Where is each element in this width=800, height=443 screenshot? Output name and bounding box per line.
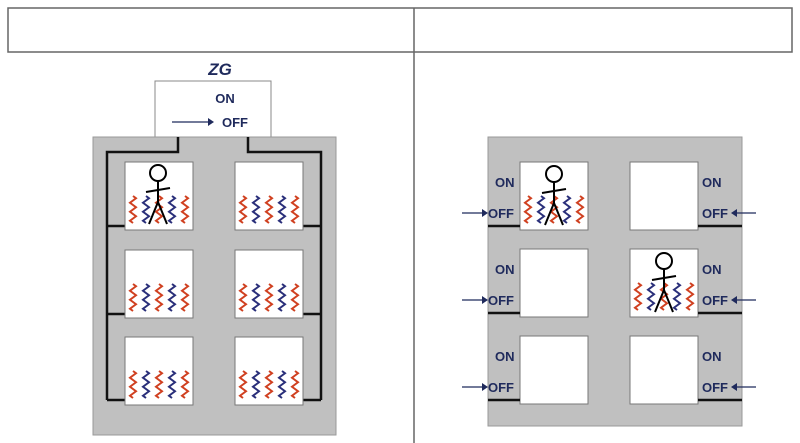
right-feed-wire	[246, 137, 323, 400]
right-branch-wires	[303, 224, 321, 402]
room-off-label: OFF	[702, 293, 728, 308]
heating-waves-icon	[238, 370, 300, 399]
room-on-label: ON	[495, 262, 515, 277]
central-wiring	[105, 137, 323, 402]
right-panel: ON OFF ON OFF ON OFF ON OFF ON OFF ON OFF	[462, 136, 756, 427]
heating-waves-icon	[238, 195, 300, 224]
room: ON OFF	[462, 335, 589, 405]
switch-on-label: ON	[215, 91, 235, 106]
room-on-label: ON	[495, 175, 515, 190]
heating-waves-icon	[238, 283, 300, 312]
room-on-label: ON	[702, 349, 722, 364]
room-box	[629, 161, 699, 231]
room-switch-arrowhead	[731, 209, 737, 217]
room	[234, 336, 304, 406]
room: ON OFF	[629, 248, 756, 318]
room-box	[629, 335, 699, 405]
room-switch-arrowhead	[482, 296, 488, 304]
room-on-label: ON	[702, 262, 722, 277]
room-off-label: OFF	[488, 293, 514, 308]
table-frame	[7, 7, 793, 443]
person-icon	[651, 252, 677, 313]
right-rooms: ON OFF ON OFF ON OFF ON OFF ON OFF ON OFF	[462, 161, 756, 405]
room-box	[519, 335, 589, 405]
room-off-label: OFF	[488, 206, 514, 221]
controller-title: ZG	[207, 60, 232, 79]
left-branch-wires	[107, 224, 125, 402]
room	[124, 336, 194, 406]
room: ON OFF	[629, 335, 756, 405]
room	[234, 249, 304, 319]
room: ON OFF	[462, 248, 589, 318]
room-switch-arrowhead	[482, 209, 488, 217]
room-on-label: ON	[702, 175, 722, 190]
heating-waves-icon	[128, 283, 190, 312]
room-switch-arrowhead	[482, 383, 488, 391]
left-feed-wire	[105, 137, 180, 400]
room: ON OFF	[462, 161, 589, 231]
room-switch-arrowhead	[731, 296, 737, 304]
left-panel: ZG ON OFF	[92, 60, 337, 436]
room-box	[519, 248, 589, 318]
room	[124, 249, 194, 319]
heating-waves-icon	[128, 370, 190, 399]
switch-pointer-arrowhead	[208, 118, 214, 126]
room	[124, 161, 194, 231]
room-off-label: OFF	[702, 380, 728, 395]
central-switch-box	[154, 80, 272, 138]
room-switch-arrowhead	[731, 383, 737, 391]
person-icon	[541, 165, 567, 226]
room-on-label: ON	[495, 349, 515, 364]
room: ON OFF	[629, 161, 756, 231]
person-icon	[145, 164, 171, 225]
left-rooms	[124, 161, 304, 406]
room	[234, 161, 304, 231]
room-off-label: OFF	[488, 380, 514, 395]
switch-off-label: OFF	[222, 115, 248, 130]
room-off-label: OFF	[702, 206, 728, 221]
